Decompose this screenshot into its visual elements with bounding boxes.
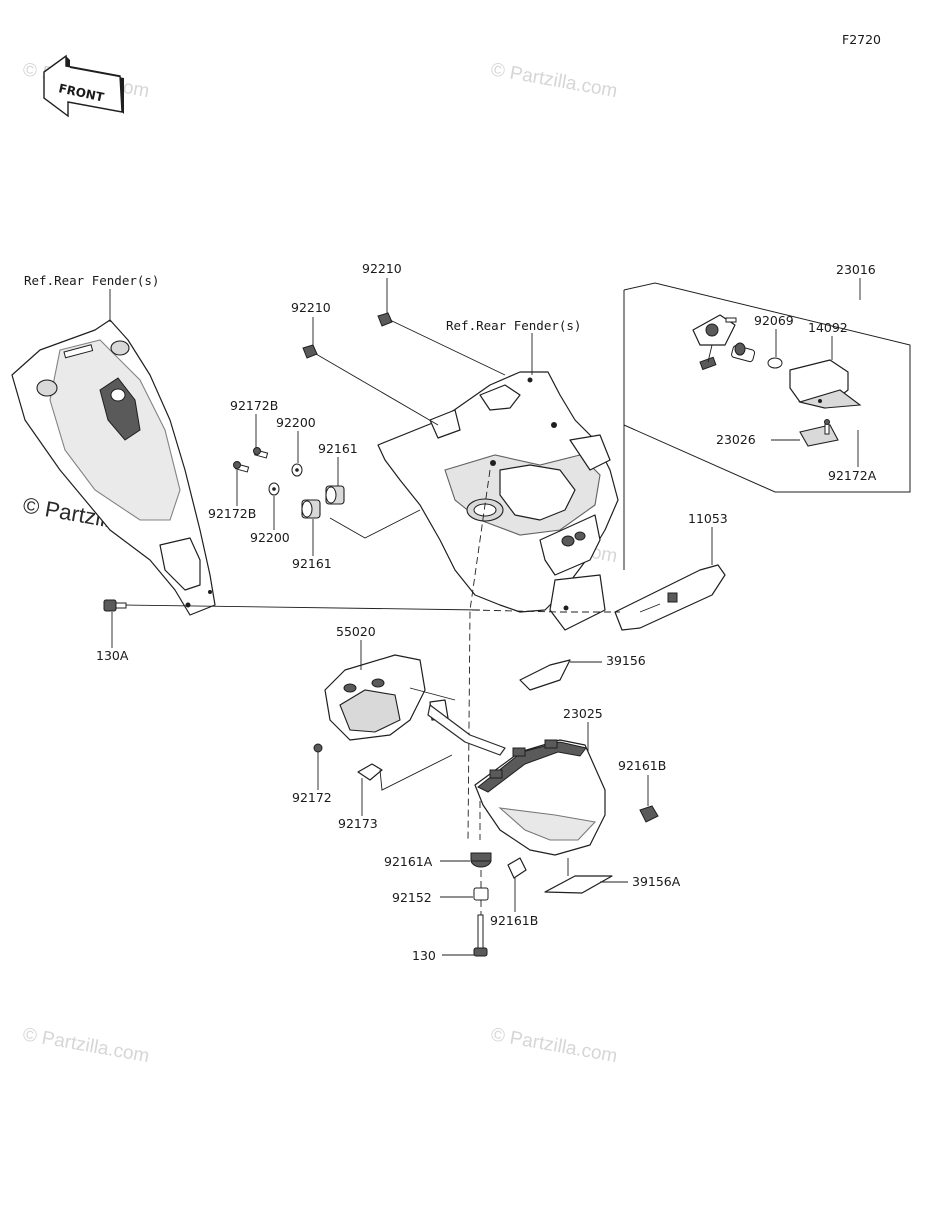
alignment-lines <box>467 469 620 841</box>
callout-92069: 92069 <box>754 313 794 328</box>
ref-rear-fender-right: Ref.Rear Fender(s) <box>446 318 581 333</box>
screw-92172B-top <box>253 447 269 459</box>
callout-92161-top: 92161 <box>318 441 358 456</box>
callout-130A: 130A <box>96 648 129 663</box>
callout-23026: 23026 <box>716 432 756 447</box>
bracket-55020-part <box>324 654 456 741</box>
socket-part <box>692 314 737 371</box>
callout-92161A: 92161A <box>384 854 433 869</box>
ref-rear-fender-left: Ref.Rear Fender(s) <box>24 273 159 288</box>
callout-92172: 92172 <box>292 790 332 805</box>
pad-39156-part <box>519 659 571 691</box>
callout-39156A: 39156A <box>632 874 681 889</box>
callout-92210-top: 92210 <box>362 261 402 276</box>
callout-23016: 23016 <box>836 262 876 277</box>
callout-39156: 39156 <box>606 653 646 668</box>
callout-92173: 92173 <box>338 816 378 831</box>
callout-92152: 92152 <box>392 890 432 905</box>
grommet-92161-top <box>325 485 345 505</box>
grommet-92161B-right <box>639 805 659 823</box>
pad-39156A-part <box>544 875 613 894</box>
bulb-holder-part <box>731 342 756 363</box>
rear-fender-left-part <box>11 319 216 616</box>
watermark-bottom-right: © Partzilla.com <box>489 1024 619 1067</box>
screw-92172B-bot <box>233 461 250 473</box>
callout-92161B-right: 92161B <box>618 758 666 773</box>
bracket-11053-part <box>614 564 726 631</box>
callout-92161B-bot: 92161B <box>490 913 538 928</box>
callout-92172B-bot: 92172B <box>208 506 256 521</box>
callout-11053: 11053 <box>688 511 728 526</box>
front-arrow-icon: FRONT <box>43 54 124 118</box>
callout-92210-mid: 92210 <box>291 300 331 315</box>
lens-14092-part <box>789 359 862 409</box>
screw-92172-part <box>313 743 323 753</box>
callout-23025: 23025 <box>563 706 603 721</box>
figure-code: F2720 <box>842 32 881 47</box>
callout-92172A: 92172A <box>828 468 877 483</box>
bolt-130-part <box>473 914 488 957</box>
clip-nut-92210-mid <box>302 344 318 359</box>
license-light-assembly-box <box>623 282 911 570</box>
callout-92200-bot: 92200 <box>250 530 290 545</box>
watermark-bottom-left: © Partzilla.com <box>21 1024 151 1067</box>
callout-14092: 14092 <box>808 320 848 335</box>
washer-92200-top <box>291 463 303 477</box>
washer-92200-bot <box>268 482 280 496</box>
callout-92200-top: 92200 <box>276 415 316 430</box>
grommet-92161B-bot <box>507 857 527 879</box>
callout-130: 130 <box>412 948 436 963</box>
bulb-92069-part <box>767 357 783 369</box>
clip-nut-92210-top <box>377 312 393 327</box>
screw-92172A-part <box>824 419 830 435</box>
collar-92152-part <box>473 887 489 901</box>
taillight-23025-part <box>427 704 606 856</box>
grommet-92161-bot <box>301 499 321 519</box>
rear-fender-bracket-part <box>377 371 619 631</box>
grommet-92161A-part <box>470 852 492 868</box>
callout-92172B-top: 92172B <box>230 398 278 413</box>
bolt-130A-part <box>103 599 127 612</box>
callout-92161-bot: 92161 <box>292 556 332 571</box>
watermark-top-right: © Partzilla.com <box>489 59 619 102</box>
gasket-23026-part <box>799 424 839 447</box>
callout-55020: 55020 <box>336 624 376 639</box>
clamp-92173-part <box>357 763 383 781</box>
